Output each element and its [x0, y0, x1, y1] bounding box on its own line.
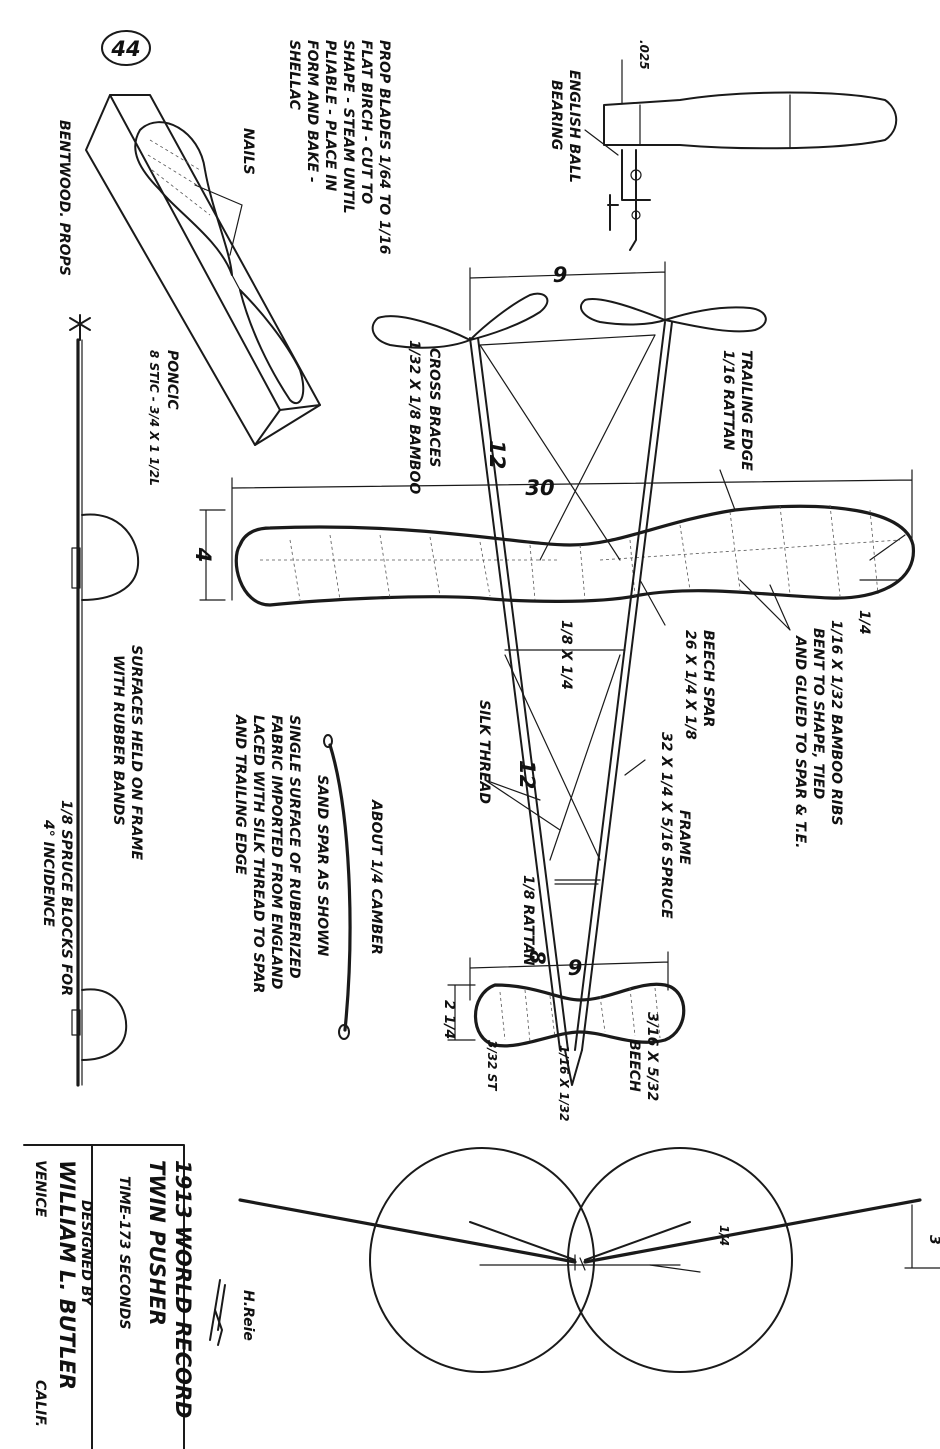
label-surfaces-1: SURFACES HELD ON FRAME	[128, 645, 144, 860]
dim-frame-front: 12	[485, 440, 509, 469]
prop-blade-notes: PROP BLADES 1/64 TO 1/16 FLAT BIRCH - CU…	[286, 40, 392, 255]
svg-text:AND TRAILING EDGE: AND TRAILING EDGE	[232, 714, 248, 875]
wing-span-dim	[199, 469, 913, 601]
svg-text:PROP BLADES 1/64 TO 1/16: PROP BLADES 1/64 TO 1/16	[376, 40, 392, 255]
label-pine-block: PONCIC	[164, 350, 180, 410]
label-cross-braces-size: 1/32 X 1/8 BAMBOO	[406, 340, 422, 494]
leader-silk-thread	[484, 779, 561, 831]
svg-text:PLIABLE - PLACE IN: PLIABLE - PLACE IN	[322, 40, 338, 191]
title-line2: TWIN PUSHER	[145, 1160, 169, 1326]
label-sand-spar: SAND SPAR AS SHOWN	[314, 775, 330, 957]
svg-text:SHELLAC: SHELLAC	[286, 40, 302, 111]
svg-text:SINGLE SURFACE OF RUBBERIZED: SINGLE SURFACE OF RUBBERIZED	[286, 715, 302, 979]
svg-text:LACED WITH SILK THREAD TO SPAR: LACED WITH SILK THREAD TO SPAR	[250, 715, 266, 993]
label-bamboo-ribs-2: BENT TO SHAPE, TIED	[810, 628, 826, 799]
prop-spacing-dim	[469, 261, 666, 331]
title-block: 1913 WORLD RECORD TWIN PUSHER TIME-173 S…	[23, 1144, 195, 1449]
label-bearing-2: BEARING	[548, 80, 564, 150]
label-elev-dim-b: 3/32 ST	[485, 1040, 499, 1091]
label-bamboo-ribs-3: AND GLUED TO SPAR & T.E.	[792, 635, 808, 848]
svg-text:FABRIC IMPORTED FROM ENGLAND: FABRIC IMPORTED FROM ENGLAND	[268, 715, 284, 989]
signature: H.Reie	[209, 1279, 256, 1346]
svg-text:SHAPE - STEAM UNTIL: SHAPE - STEAM UNTIL	[340, 40, 356, 214]
right-propeller	[580, 298, 767, 333]
dim-front-height: 3	[926, 1235, 940, 1245]
svg-text:44: 44	[110, 37, 140, 61]
leader-ribs	[739, 579, 791, 631]
svg-text:FORM AND BAKE -: FORM AND BAKE -	[304, 40, 320, 183]
main-wing	[234, 504, 915, 607]
label-english-ball-bearing: ENGLISH BALL	[566, 70, 582, 183]
title-line1: 1913 WORLD RECORD	[171, 1160, 195, 1418]
label-bamboo-ribs: 1/16 X 1/32 BAMBOO RIBS	[828, 620, 844, 826]
bearing-detail	[584, 59, 898, 251]
label-dihedral: 1/4	[717, 1225, 731, 1246]
label-surfaces-2: WITH RUBBER BANDS	[110, 655, 126, 825]
label-beech-small: 3/16 X 5/32	[644, 1012, 660, 1101]
dim-wing-span: 30	[525, 476, 554, 500]
sheet-number: 44	[101, 30, 151, 66]
leader-trailing-edge	[719, 469, 736, 511]
label-beech-small-2: BEECH	[626, 1040, 642, 1092]
label-trailing-edge-size: 1/16 RATTAN	[720, 350, 736, 451]
dim-prop-spacing: 9	[553, 263, 568, 287]
label-spruce-blocks-1: 1/8 SPRUCE BLOCKS FOR	[58, 800, 74, 996]
label-silk-thread: SILK THREAD	[476, 700, 492, 804]
label-bentwood-props: BENTWOOD. PROPS	[56, 120, 72, 276]
label-spar-section: 1/8 X 1/4	[558, 620, 574, 690]
left-propeller	[371, 292, 549, 349]
leader-spar	[639, 579, 666, 626]
frame	[469, 321, 673, 1086]
spar-camber-sketch	[323, 734, 352, 1040]
title-line4: DESIGNED BY	[78, 1200, 94, 1308]
side-view	[69, 314, 140, 1087]
label-pine-block-size: 8 STIC - 3/4 X 1 1/2L	[147, 350, 161, 486]
svg-text:H.Reie: H.Reie	[240, 1290, 256, 1341]
title-line6: VENICE	[32, 1160, 48, 1218]
label-le-size: 1/4	[856, 610, 872, 635]
label-nails: NAILS	[240, 128, 256, 175]
label-rattan: 1/8 RATTAN	[520, 875, 536, 966]
title-line5: WILLIAM L. BUTLER	[55, 1160, 79, 1390]
bentwood-prop-form	[85, 94, 321, 446]
dim-frame-rear: 12	[515, 760, 539, 789]
leader-frame	[624, 759, 646, 776]
dim-elev-span: 9	[568, 956, 583, 980]
label-spruce-blocks-2: 4° INCIDENCE	[40, 819, 56, 927]
label-camber: ABOUT 1/4 CAMBER	[368, 799, 384, 955]
label-elev-dim-a: 1/16 X 1/32	[557, 1045, 571, 1121]
label-cross-braces: CROSS BRACES	[426, 348, 442, 467]
dim-elev-chord: 2 1/4	[441, 1000, 457, 1039]
dim-elev-to-wing: 8	[525, 950, 549, 965]
elevator-dims	[447, 951, 669, 1041]
elevator	[473, 982, 686, 1048]
title-line3: TIME-173 SECONDS	[116, 1176, 132, 1329]
label-frame: FRAME	[676, 810, 692, 865]
label-bearing-dim: .025	[637, 40, 651, 70]
title-line7: CALIF.	[32, 1380, 48, 1427]
label-trailing-edge: TRAILING EDGE	[738, 350, 754, 471]
fabric-notes: SINGLE SURFACE OF RUBBERIZED FABRIC IMPO…	[232, 714, 302, 993]
label-beech-spar: BEECH SPAR	[700, 630, 716, 727]
label-frame-size: 32 X 1/4 X 5/16 SPRUCE	[658, 732, 674, 919]
dim-wing-chord: 4	[191, 547, 215, 563]
front-view	[238, 1147, 940, 1373]
svg-text:FLAT BIRCH - CUT TO: FLAT BIRCH - CUT TO	[358, 40, 374, 204]
label-beech-spar-size: 26 X 1/4 X 1/8	[682, 630, 698, 740]
